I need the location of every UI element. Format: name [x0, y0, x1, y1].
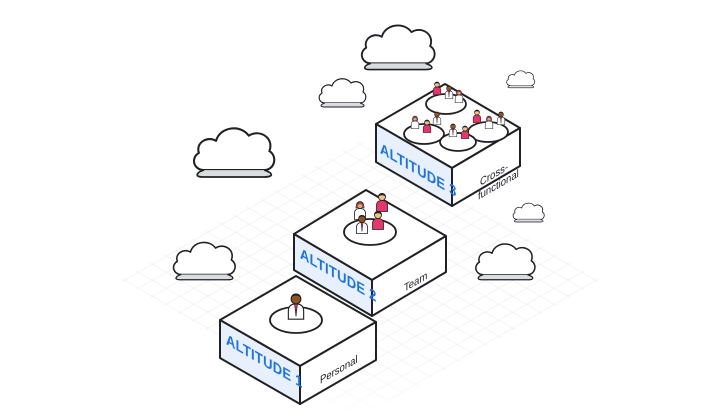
cloud-icon — [318, 78, 367, 108]
altitude-2-block: ALTITUDE 2 Team — [293, 189, 447, 317]
cloud-icon — [506, 70, 536, 89]
cloud-icon — [360, 24, 436, 71]
altitude-1-people — [269, 292, 323, 334]
altitude-3-people — [403, 81, 509, 152]
altitude-2-people — [343, 192, 397, 246]
